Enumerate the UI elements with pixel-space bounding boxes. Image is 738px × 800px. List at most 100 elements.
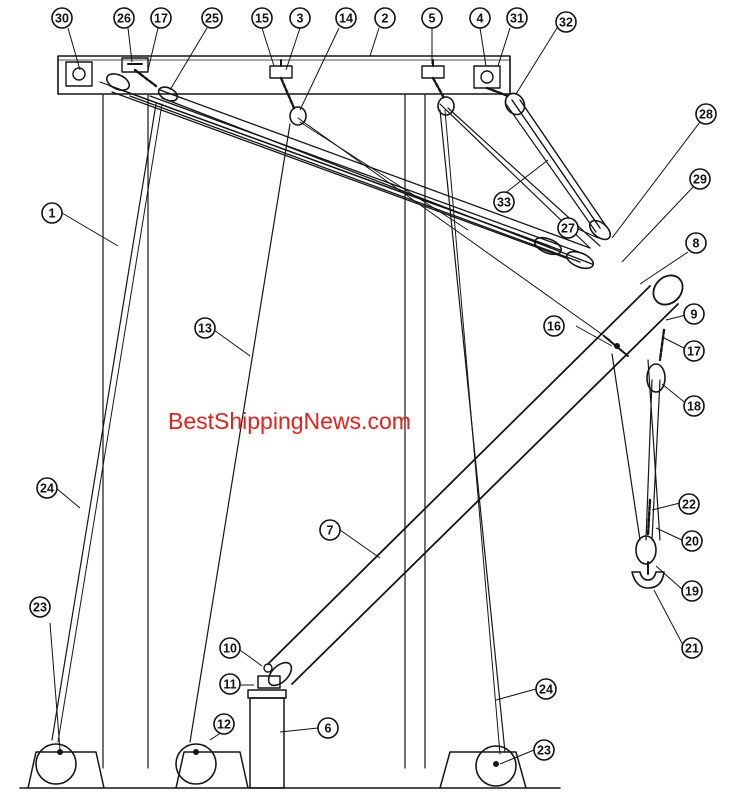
callout-circle [289,7,311,29]
callout-circle [150,7,172,29]
callout-circle [685,232,707,254]
callout-number: 21 [685,642,699,656]
callout-eye-plate-right: 4 [469,7,491,29]
callout-number: 9 [691,308,698,322]
callout-circle [251,7,273,29]
callout-topping-block-upper: 25 [201,7,223,29]
topping-blocks [105,73,612,270]
callout-circle [681,530,703,552]
callout-number: 13 [198,322,212,336]
callout-bracket: 31 [506,7,528,29]
callout-number: 10 [223,642,237,656]
callout-circle [683,395,705,417]
callout-number: 5 [429,12,436,26]
watermark-text: BestShippingNews.com [168,408,411,434]
callout-number: 7 [327,524,334,538]
callout-circle [695,103,717,125]
callout-circle [201,7,223,29]
callout-cargo-block-upper: 18 [683,395,705,417]
callout-guy-block-upper: 32 [555,11,577,33]
callout-circle [51,7,73,29]
callout-number: 18 [687,400,701,414]
callout-circle [317,717,339,739]
callout-circle [29,596,51,618]
callout-lead-block: 14 [335,7,357,29]
callout-number: 17 [154,12,168,26]
stay-wires [51,103,506,755]
callout-deckhead-eye-plate: 26 [113,7,135,29]
callout-gooseneck: 10 [219,637,241,659]
callout-shackle-upper: 17 [150,7,172,29]
callout-circle [535,678,557,700]
callout-number: 2 [382,12,389,26]
cross-tree-beam [57,55,511,95]
callout-number: 6 [325,722,332,736]
winch-left [27,743,105,789]
callout-circle [113,7,135,29]
callout-circle [506,7,528,29]
callout-chain-link-right: 5 [421,7,443,29]
callout-cargo-block-lower: 19 [681,580,703,602]
callout-cross-tree-beam: 2 [374,7,396,29]
callout-circle [335,7,357,29]
callout-number: 4 [477,12,484,26]
callout-number: 32 [559,16,573,30]
gooseneck-pedestal [247,663,287,789]
topping-lift-wires [99,81,593,265]
callout-number: 26 [117,12,131,26]
callout-runner-right: 24 [535,678,557,700]
callout-swivel: 29 [689,168,711,190]
callout-blocks-frame-left-end: 30 [51,7,73,29]
winch-center [175,743,249,789]
callout-winch-left: 23 [29,596,51,618]
callout-number: 28 [699,108,713,122]
callout-cargo-eye: 9 [683,303,705,325]
callout-chain-link: 3 [289,7,311,29]
callout-circle [557,217,579,239]
callout-number: 24 [539,683,553,697]
callout-circle [213,713,235,735]
callout-number: 11 [223,678,236,692]
callout-circle [194,317,216,339]
callout-number: 25 [205,12,219,26]
callout-circle [493,191,515,213]
callout-number: 1 [49,207,56,221]
callout-circle [683,340,705,362]
callout-circle [421,7,443,29]
callout-number: 19 [685,585,699,599]
callout-number: 22 [682,498,696,512]
callout-guy-block-lower: 27 [557,217,579,239]
callout-circle [319,519,341,541]
callout-circle [678,493,700,515]
callout-winch-center: 12 [213,713,235,735]
callout-boom-band: 16 [543,315,565,337]
callout-shackle-lower: 17 [683,340,705,362]
callout-circle [41,202,63,224]
callout-number: 17 [687,345,701,359]
callout-stay-wire: 13 [194,317,216,339]
callout-boom: 7 [319,519,341,541]
beam-fittings [65,57,501,89]
callout-number: 27 [561,222,575,236]
winch-right [439,745,527,789]
callout-eye-plate: 15 [251,7,273,29]
callout-circle [219,637,241,659]
callout-circle [543,315,565,337]
callout-number: 14 [339,12,353,26]
callout-boom-head-fitting: 28 [695,103,717,125]
callout-circle [219,673,241,695]
callout-circle [681,580,703,602]
callout-boom-head: 8 [685,232,707,254]
callout-number: 24 [40,482,54,496]
callout-number: 33 [497,196,511,210]
callout-number: 12 [217,718,231,732]
callout-cargo-fall: 20 [681,530,703,552]
callout-circle [469,7,491,29]
callout-guy-wire: 33 [493,191,515,213]
callout-number: 30 [55,12,69,26]
callout-circle [683,303,705,325]
callout-number: 29 [693,173,707,187]
callout-number: 16 [547,320,561,334]
